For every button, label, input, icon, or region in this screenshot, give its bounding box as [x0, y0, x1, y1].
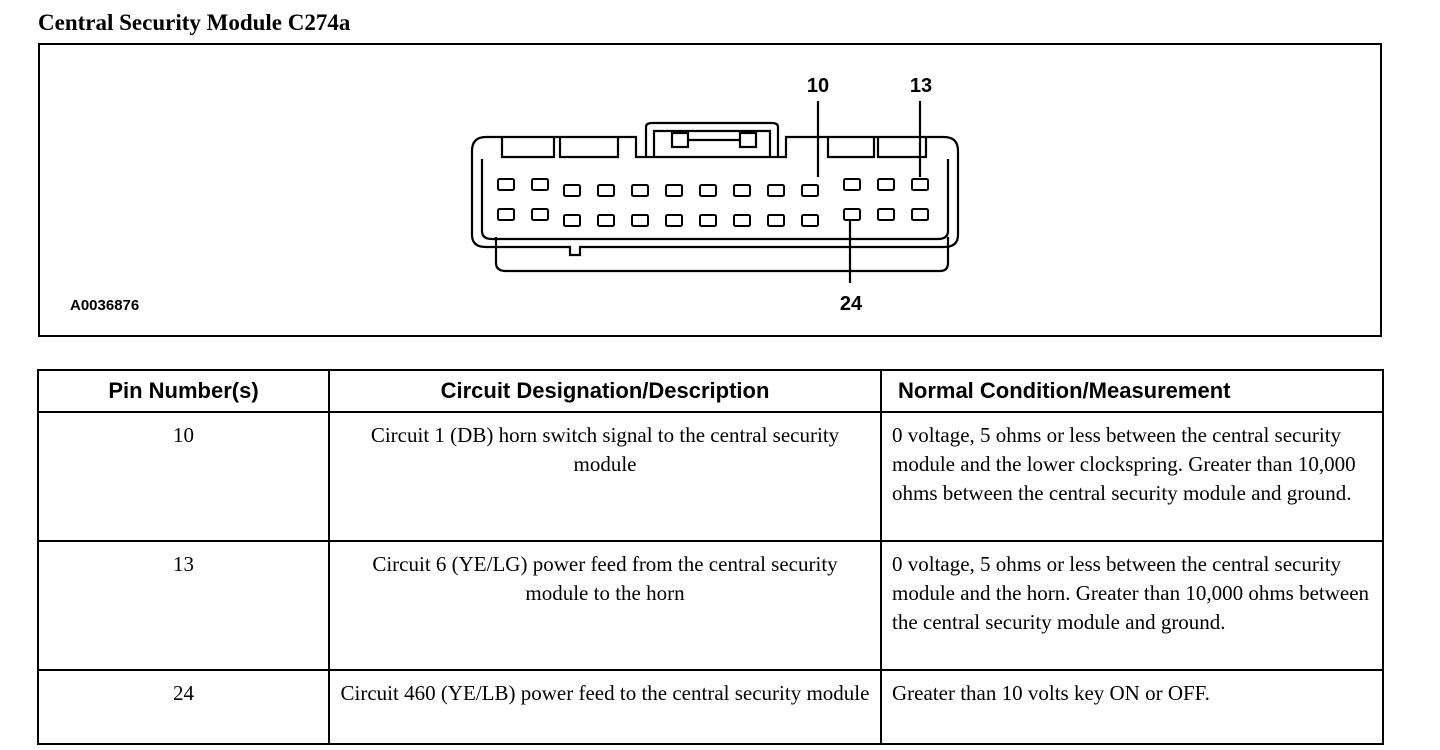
- pin-cavity: [497, 178, 515, 191]
- pin-cell: 24: [37, 669, 330, 745]
- header-circuit-description: Circuit Designation/Description: [328, 369, 882, 413]
- pin-cavity: [843, 208, 861, 221]
- pin-cavity: [563, 214, 581, 227]
- pin-cavity: [497, 208, 515, 221]
- pin-callout-24: 24: [839, 293, 863, 315]
- pin-cavity: [877, 178, 895, 191]
- table-row: 10 Circuit 1 (DB) horn switch signal to …: [37, 411, 1384, 542]
- pin-cavity: [767, 184, 785, 197]
- condition-cell: 0 voltage, 5 ohms or less between the ce…: [880, 411, 1384, 542]
- pin-cavity: [733, 214, 751, 227]
- table-row: 24 Circuit 460 (YE/LB) power feed to the…: [37, 669, 1384, 745]
- header-normal-condition: Normal Condition/Measurement: [880, 369, 1384, 413]
- pin-cavity: [911, 178, 929, 191]
- pin-cell: 13: [37, 540, 330, 671]
- pin-cavity: [631, 184, 649, 197]
- pin-cavity: [597, 214, 615, 227]
- description-cell: Circuit 6 (YE/LG) power feed from the ce…: [328, 540, 882, 671]
- connector-diagram: [470, 101, 960, 283]
- pin-cavity: [699, 214, 717, 227]
- description-cell: Circuit 460 (YE/LB) power feed to the ce…: [328, 669, 882, 745]
- table-header-row: Pin Number(s) Circuit Designation/Descri…: [37, 369, 1384, 413]
- pin-callout-10: 10: [806, 75, 830, 97]
- pin-cavity: [631, 214, 649, 227]
- pin-cavity: [665, 184, 683, 197]
- pin-cavity: [699, 184, 717, 197]
- description-cell: Circuit 1 (DB) horn switch signal to the…: [328, 411, 882, 542]
- connector-figure: 10 13 24 A0036876: [38, 43, 1382, 337]
- pin-cavity: [801, 214, 819, 227]
- pin-callout-13: 13: [909, 75, 933, 97]
- pin-cavity: [911, 208, 929, 221]
- pin-cavity: [531, 178, 549, 191]
- pin-cavity: [597, 184, 615, 197]
- pin-cavity: [767, 214, 785, 227]
- pin-cavity: [801, 184, 819, 197]
- figure-id: A0036876: [70, 297, 140, 314]
- pin-cavity: [563, 184, 581, 197]
- table-row: 13 Circuit 6 (YE/LG) power feed from the…: [37, 540, 1384, 671]
- pin-cavity: [531, 208, 549, 221]
- pin-table: Pin Number(s) Circuit Designation/Descri…: [37, 369, 1384, 745]
- pin-cavity: [733, 184, 751, 197]
- header-pin-numbers: Pin Number(s): [37, 369, 330, 413]
- page-title: Central Security Module C274a: [38, 10, 351, 35]
- pin-cavity: [665, 214, 683, 227]
- pin-cavity: [843, 178, 861, 191]
- condition-cell: 0 voltage, 5 ohms or less between the ce…: [880, 540, 1384, 671]
- pin-cavity: [877, 208, 895, 221]
- pin-cell: 10: [37, 411, 330, 542]
- condition-cell: Greater than 10 volts key ON or OFF.: [880, 669, 1384, 745]
